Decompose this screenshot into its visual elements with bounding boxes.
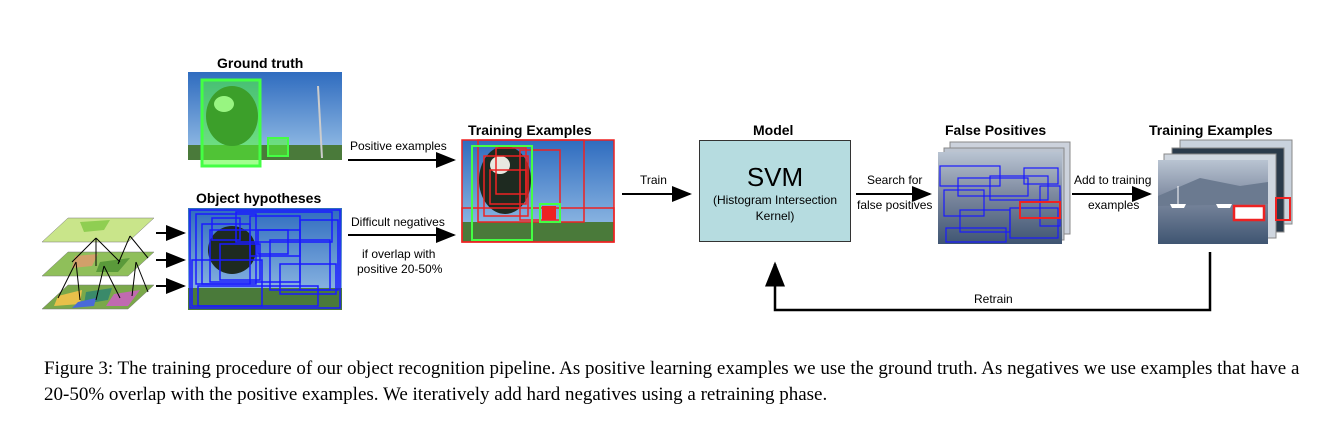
segmentation-stack — [41, 217, 155, 310]
model-label: Model — [753, 122, 794, 138]
false-positives-image — [938, 141, 1071, 244]
train-label: Train — [640, 173, 667, 187]
search-label-line1: Search for — [867, 173, 923, 187]
training-examples-image-1 — [461, 139, 615, 243]
svm-title: SVM — [746, 162, 804, 192]
difficult-negatives-label: Difficult negatives — [351, 215, 445, 229]
stack-arrows — [156, 225, 186, 294]
add-label-line2: examples — [1088, 198, 1140, 212]
add-label-line1: Add to training — [1074, 173, 1152, 187]
search-label-line2: false positives — [857, 198, 933, 212]
false-positives-label: False Positives — [945, 122, 1047, 138]
ground-truth-label: Ground truth — [217, 55, 304, 71]
training-examples-label-2: Training Examples — [1149, 122, 1273, 138]
object-hypotheses-image — [188, 208, 342, 310]
overlap-label-line2: positive 20-50% — [357, 262, 443, 276]
overlap-label-line1: if overlap with — [362, 247, 436, 261]
retrain-loop — [765, 252, 1212, 312]
training-examples-label-1: Training Examples — [468, 122, 592, 138]
svm-subtitle-line2: Kernel) — [755, 209, 795, 223]
svm-subtitle-line1: (Histogram Intersection — [712, 193, 838, 207]
svm-model-box: SVM (Histogram Intersection Kernel) — [699, 140, 851, 242]
figure-caption: Figure 3: The training procedure of our … — [44, 358, 1300, 405]
main-arrows — [348, 152, 1152, 243]
training-examples-image-2 — [1158, 139, 1293, 244]
ground-truth-image — [188, 72, 342, 168]
retrain-label: Retrain — [974, 292, 1013, 306]
object-hypotheses-label: Object hypotheses — [196, 190, 322, 206]
positive-examples-label: Positive examples — [350, 139, 447, 153]
